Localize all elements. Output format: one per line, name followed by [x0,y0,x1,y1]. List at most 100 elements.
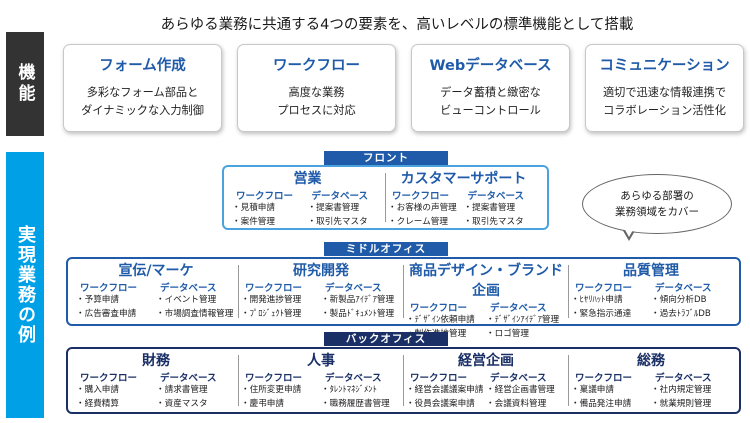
department-column: 品質管理ワークフローﾋﾔﾘﾊｯﾄ申請緊急指示通達データベース傾向分析DB過去ﾄﾗ… [568,263,733,321]
workflow-list: ワークフロー住所変更申請慶弔申請 [241,370,321,411]
department-title: 財務 [142,353,170,369]
department-title: 研究開発 [293,263,349,279]
department-block: 経営企画ワークフロー経営会議議案申請役員会議案申請データベース経営企画書管理会議… [404,350,568,411]
feature-desc: プロセスに対応 [277,104,356,117]
department-lists: ワークフローお客様の声管理クレーム管理データベース提案書管理取引先マスタ [386,188,541,229]
department-lists: ワークフロー住所変更申請慶弔申請データベースﾀﾚﾝﾄﾏﾈｼﾞﾒﾝﾄ職務履歴書管理 [239,370,403,411]
database-list: データベースﾃﾞｻﾞｲﾝｱｲﾃﾞｱ管理ロゴ管理 [486,300,566,341]
department-column: 宣伝/マーケワークフロー予算申請広告審査申請データベースイベント管理市場調査情報… [74,259,238,324]
database-item: 請求書管理 [156,384,236,398]
workflow-item: お客様の声管理 [388,202,464,216]
sidebar-examples: 実現業務の例 [6,152,44,418]
workflow-heading: ワークフロー [575,283,633,294]
database-item: 経営企画書管理 [486,384,566,398]
department-column: 営業ワークフロー見積申請案件管理データベース提案書管理取引先マスタ [230,167,385,228]
database-item: 過去ﾄﾗﾌﾞﾙDB [651,308,731,322]
workflow-item: 開発進捗管理 [241,294,321,308]
feature-desc: ダイナミックな入力制御 [81,104,204,117]
database-list: データベース社内規定管理就業規則管理 [651,370,731,411]
feature-title: コミュニケーション [599,58,730,74]
database-item: 提案書管理 [308,202,384,216]
database-item: 資産マスタ [156,398,236,412]
tier-label-middle: ミドルオフィス [324,242,448,256]
department-block: 人事ワークフロー住所変更申請慶弔申請データベースﾀﾚﾝﾄﾏﾈｼﾞﾒﾝﾄ職務履歴書… [239,350,403,411]
database-heading: データベース [325,283,382,294]
workflow-item: 備品発注申請 [571,398,651,412]
workflow-heading: ワークフロー [410,373,468,384]
database-item: 取引先マスタ [308,216,384,230]
workflow-item: 経費精算 [76,398,156,412]
workflow-item: 慶弔申請 [241,398,321,412]
department-lists: ワークフロー予算申請広告審査申請データベースイベント管理市場調査情報管理 [74,280,238,321]
department-title: 経営企画 [458,353,514,369]
workflow-heading: ワークフロー [245,283,303,294]
department-lists: ワークフローﾋﾔﾘﾊｯﾄ申請緊急指示通達データベース傾向分析DB過去ﾄﾗﾌﾞﾙD… [569,280,733,321]
database-item: 就業規則管理 [651,398,731,412]
database-item: 社内規定管理 [651,384,731,398]
workflow-list: ワークフロー開発進捗管理ﾌﾟﾛｼﾞｪｸﾄ管理 [241,280,321,321]
workflow-item: ﾃﾞｻﾞｲﾝ依頼申請 [406,314,486,328]
feature-card-form: フォーム作成 多彩なフォーム部品と ダイナミックな入力制御 [63,44,222,132]
database-item: 職務履歴書管理 [321,398,401,412]
bubble-tail-inner [624,228,634,237]
department-column: カスタマーサポートワークフローお客様の声管理クレーム管理データベース提案書管理取… [385,171,541,227]
database-item: 製品ﾄﾞｷｭﾒﾝﾄ管理 [321,308,401,322]
tier-front: 営業ワークフロー見積申請案件管理データベース提案書管理取引先マスタカスタマーサポ… [222,165,549,230]
workflow-item: ﾌﾟﾛｼﾞｪｸﾄ管理 [241,308,321,322]
bubble-line: あらゆる部署の [620,190,694,202]
database-heading: データベース [311,191,369,202]
page-heading: あらゆる業務に共通する4つの要素を、高いレベルの標準機能として搭載 [160,17,634,33]
feature-desc: 適切で迅速な情報連携で [602,86,727,99]
database-item: 提案書管理 [464,202,540,216]
sidebar-examples-label: 実現業務の例 [15,225,36,345]
database-list: データベース提案書管理取引先マスタ [308,188,384,229]
workflow-item: 見積申請 [232,202,308,216]
workflow-item: 広告審査申請 [76,308,156,322]
feature-card-communication: コミュニケーション 適切で迅速な情報連携で コラボレーション活性化 [585,44,744,132]
department-block: 営業ワークフロー見積申請案件管理データベース提案書管理取引先マスタ [230,168,385,229]
department-block: 財務ワークフロー購入申請経費精算データベース請求書管理資産マスタ [74,350,238,411]
workflow-item: 役員会議案申請 [406,398,486,412]
tier-label-back: バックオフィス [324,332,448,346]
database-item: 市場調査情報管理 [156,308,236,322]
sidebar-features-label: 機能 [14,63,35,105]
database-item: 会議資料管理 [486,398,566,412]
workflow-heading: ワークフロー [575,373,633,384]
department-block: 商品デザイン・ブランド企画ワークフローﾃﾞｻﾞｲﾝ依頼申請制作進捗管理データベー… [404,260,568,341]
database-heading: データベース [467,191,525,202]
workflow-item: 予算申請 [76,294,156,308]
department-title: 人事 [307,353,335,369]
database-item: ロゴ管理 [486,328,566,342]
database-item: イベント管理 [156,294,236,308]
tier-back: 財務ワークフロー購入申請経費精算データベース請求書管理資産マスタ人事ワークフロー… [66,347,741,414]
database-heading: データベース [325,373,382,384]
workflow-list: ワークフロー稟議申請備品発注申請 [571,370,651,411]
workflow-list: ワークフローﾋﾔﾘﾊｯﾄ申請緊急指示通達 [571,280,651,321]
feature-desc: 多彩なフォーム部品と [86,86,199,99]
database-list: データベース経営企画書管理会議資料管理 [486,370,566,411]
department-block: 研究開発ワークフロー開発進捗管理ﾌﾟﾛｼﾞｪｸﾄ管理データベース新製品ｱｲﾃﾞｱ… [239,260,403,321]
database-list: データベース新製品ｱｲﾃﾞｱ管理製品ﾄﾞｷｭﾒﾝﾄ管理 [321,280,401,321]
workflow-list: ワークフロー予算申請広告審査申請 [76,280,156,321]
department-lists: ワークフロー稟議申請備品発注申請データベース社内規定管理就業規則管理 [569,370,733,411]
tier-label-front: フロント [324,151,448,165]
department-title: 総務 [637,353,665,369]
feature-title: ワークフロー [273,58,360,74]
workflow-item: ﾋﾔﾘﾊｯﾄ申請 [571,294,651,308]
workflow-item: 購入申請 [76,384,156,398]
workflow-heading: ワークフロー [245,373,303,384]
department-title: 品質管理 [623,263,679,279]
workflow-heading: ワークフロー [236,191,294,202]
database-item: ﾀﾚﾝﾄﾏﾈｼﾞﾒﾝﾄ [321,384,401,398]
workflow-item: 案件管理 [232,216,308,230]
feature-card-webdb: Webデータベース データ蓄積と緻密な ビューコントロール [411,44,570,132]
bubble-line: 業務領域をカバー [615,206,699,218]
database-heading: データベース [655,373,712,384]
department-title: 宣伝/マーケ [118,263,194,279]
department-column: 財務ワークフロー購入申請経費精算データベース請求書管理資産マスタ [74,349,238,412]
database-heading: データベース [490,373,547,384]
workflow-item: 住所変更申請 [241,384,321,398]
department-column: 研究開発ワークフロー開発進捗管理ﾌﾟﾛｼﾞｪｸﾄ管理データベース新製品ｱｲﾃﾞｱ… [238,263,403,319]
database-item: 取引先マスタ [464,216,540,230]
feature-desc: コラボレーション活性化 [603,104,726,117]
